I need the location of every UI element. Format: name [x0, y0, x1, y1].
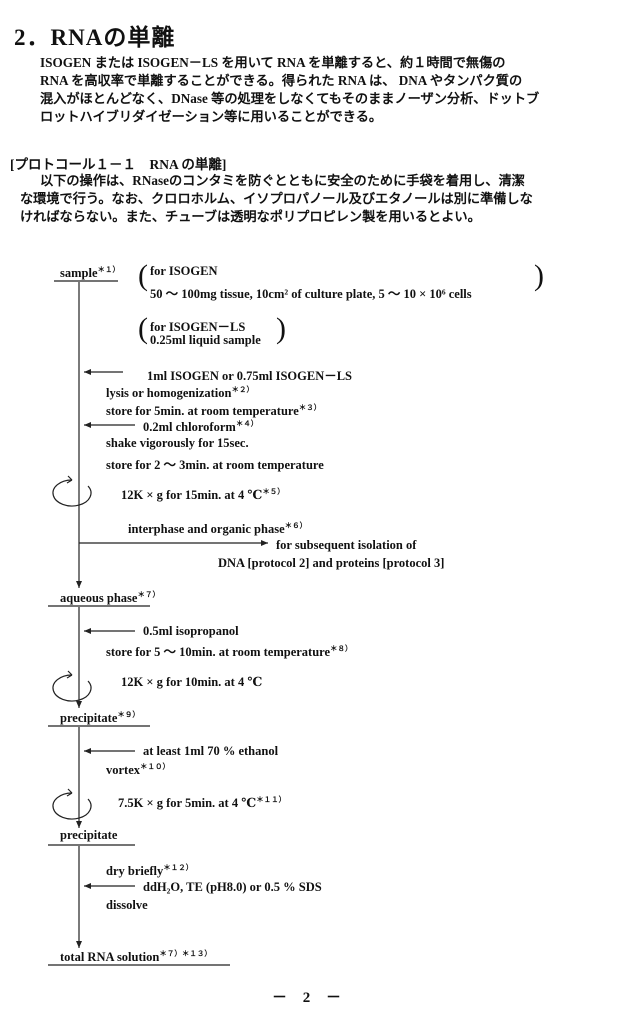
add-dissolve-buffer: ddH₂O, TE (pH8.0) or 0.5 % SDS: [143, 880, 322, 894]
intro-line-3: 混入がほとんどなく、DNase 等の処理をしなくてもそのままノーザン分析、ドット…: [40, 91, 540, 106]
add-isogen: 1ml ISOGEN or 0.75ml ISOGEN－LS: [147, 369, 353, 383]
centrifuge-step-2: 12K × g for 10min. at 4 ℃: [121, 675, 263, 689]
protocol-note-line-1: 以下の操作は、RNaseのコンタミを防ぐとともに安全のために手袋を着用し、清潔: [40, 173, 525, 188]
stage-precipitate-1: precipitate＊９）: [60, 710, 140, 726]
isogen-ls-line-2: 0.25ml liquid sample: [150, 333, 261, 347]
stage-sample: sample＊１）: [60, 265, 120, 281]
subsequent-line-1: for subsequent isolation of: [276, 538, 417, 552]
centrifuge-rotation-icon: [52, 788, 92, 820]
add-isopropanol: 0.5ml isopropanol: [143, 624, 239, 638]
protocol-title: [プロトコール１－１ RNA の単離]: [10, 157, 227, 172]
intro-line-1: ISOGEN または ISOGEN－LS を用いて RNA を単離すると、約１時…: [40, 55, 506, 70]
subsequent-line-2: DNA [protocol 2] and proteins [protocol …: [218, 556, 445, 570]
isogen-line-2: 50 ～ 100mg tissue, 10cm² of culture plat…: [150, 287, 472, 301]
intro-line-4: ロットハイブリダイゼーション等に用いることができる。: [40, 109, 383, 124]
intro-line-2: RNA を高収率で単離することができる。得られた RNA は、 DNA やタンパ…: [40, 73, 523, 88]
store-step-1: store for 5min. at room temperature＊３）: [106, 403, 322, 419]
protocol-note-line-3: ければならない。また、チューブは透明なポリプロピレン製を用いるとよい。: [20, 209, 481, 224]
isogen-line-1: for ISOGEN: [150, 264, 218, 278]
vortex-step: vortex＊１０）: [106, 762, 171, 778]
add-ethanol: at least 1ml 70 % ethanol: [143, 744, 279, 758]
centrifuge-rotation-icon: [52, 670, 92, 702]
stage-aqueous-phase: aqueous phase＊７）: [60, 590, 160, 606]
add-chloroform: 0.2ml chloroform＊４）: [143, 419, 259, 435]
right-paren-icon: ): [534, 259, 544, 292]
isogen-ls-line-1: for ISOGEN－LS: [150, 320, 246, 334]
centrifuge-step-1: 12K × g for 15min. at 4 ℃＊５）: [121, 487, 285, 503]
dry-step: dry briefly＊１２）: [106, 863, 194, 879]
right-paren-icon: ): [276, 312, 286, 345]
centrifuge-step-3: 7.5K × g for 5min. at 4 ℃＊１１）: [118, 795, 287, 811]
section-heading: 2．RNAの単離: [14, 25, 176, 50]
left-paren-icon: (: [138, 259, 148, 292]
store-step-3: store for 5 ～ 10min. at room temperature…: [106, 643, 353, 659]
store-step-2: store for 2 ～ 3min. at room temperature: [106, 458, 324, 472]
interphase-label: interphase and organic phase＊６）: [128, 521, 308, 537]
dissolve-step: dissolve: [106, 898, 148, 912]
protocol-note-line-2: な環境で行う。なお、クロロホルム、イソプロパノール及びエタノールは別に準備しな: [20, 191, 533, 206]
stage-total-rna-solution: total RNA solution＊７）＊１３）: [60, 949, 212, 965]
left-paren-icon: (: [138, 312, 148, 345]
centrifuge-rotation-icon: [52, 475, 92, 507]
stage-precipitate-2: precipitate: [60, 828, 118, 842]
lysis-step: lysis or homogenization＊２）: [106, 385, 254, 401]
page-number: － 2 －: [272, 990, 348, 1006]
shake-step: shake vigorously for 15sec.: [106, 436, 249, 450]
